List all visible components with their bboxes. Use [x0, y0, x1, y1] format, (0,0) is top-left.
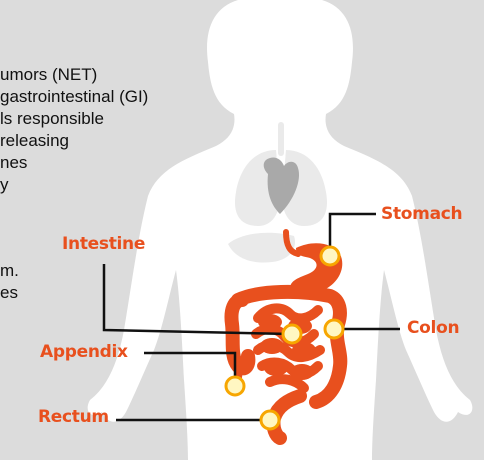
appendix-label: Appendix — [40, 342, 128, 362]
description-line-5: nes — [0, 153, 27, 173]
description-line-9: es — [0, 283, 18, 303]
appendix-marker — [226, 377, 244, 395]
colon-label: Colon — [407, 318, 459, 338]
description-line-2: gastrointestinal (GI) — [0, 87, 148, 107]
description-line-1: umors (NET) — [0, 65, 97, 85]
description-line-3: ls responsible — [0, 109, 104, 129]
trachea — [278, 122, 284, 156]
stomach-marker — [321, 247, 339, 265]
stomach-label: Stomach — [381, 204, 462, 224]
colon-marker — [325, 320, 343, 338]
description-line-4: releasing — [0, 131, 69, 151]
rectum-marker — [261, 411, 279, 429]
intestine-label: Intestine — [62, 234, 145, 254]
intestine-marker — [283, 325, 301, 343]
description-line-6: y — [0, 175, 9, 195]
description-line-8: m. — [0, 261, 19, 281]
body-silhouette — [88, 0, 473, 460]
rectum-label: Rectum — [38, 407, 109, 427]
